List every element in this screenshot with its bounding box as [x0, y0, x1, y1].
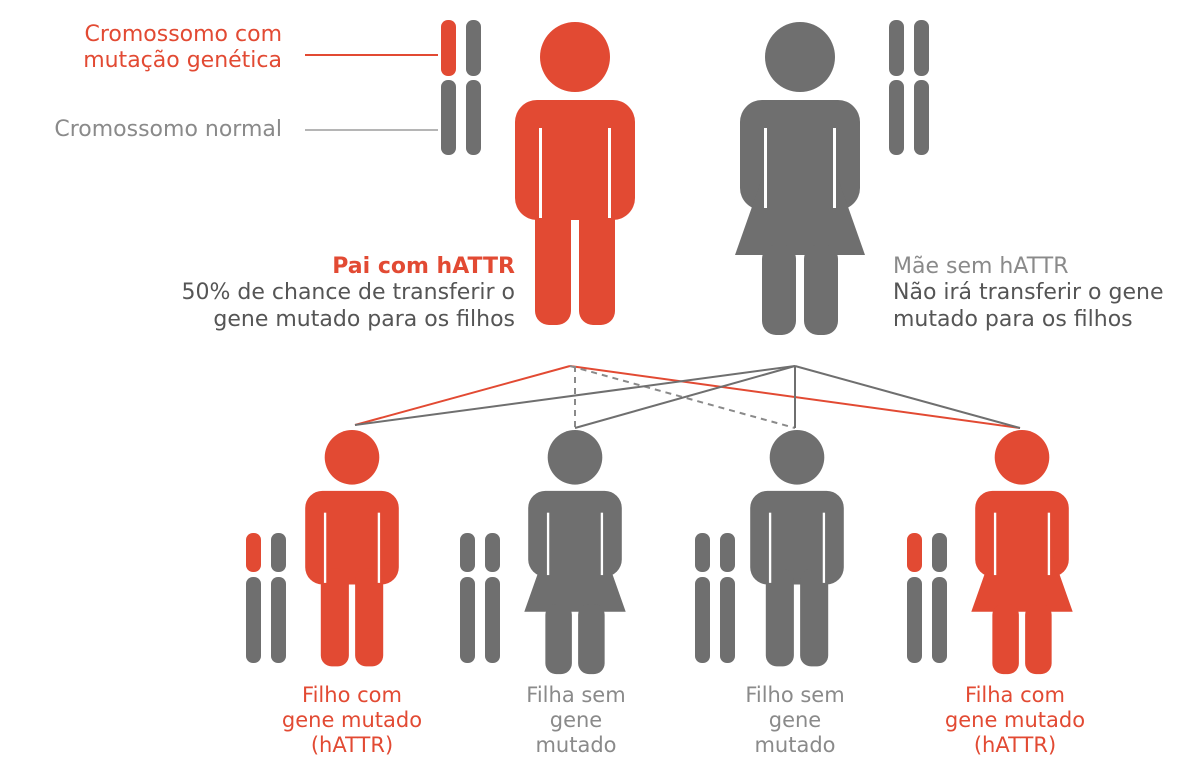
- leg-icon: [800, 569, 828, 667]
- daughter-with-mutation-figure: [971, 430, 1072, 674]
- child-chromosome-pair: [695, 533, 735, 663]
- leg-icon: [992, 604, 1019, 674]
- mother-title: Mãe sem hATTR: [893, 254, 1164, 280]
- torso-icon: [515, 100, 635, 220]
- mother-chromosome-pair: [889, 20, 929, 155]
- leg-icon: [1025, 604, 1052, 674]
- leg-icon: [579, 200, 615, 325]
- inheritance-line: [355, 366, 570, 425]
- child-chromosome-pair: [907, 533, 947, 663]
- mother-description: mutado para os filhos: [893, 307, 1164, 333]
- mother-figure: [735, 22, 865, 335]
- child-caption-son-with-mutation: Filho com gene mutado (hATTR): [252, 683, 452, 757]
- leg-icon: [355, 569, 383, 667]
- leg-icon: [578, 604, 605, 674]
- leg-icon: [804, 245, 838, 335]
- child-caption-son-without-mutation: Filho sem gene mutado: [695, 683, 895, 757]
- head-icon: [325, 430, 380, 485]
- leg-icon: [321, 569, 349, 667]
- father-description: 50% de chance de transferir o: [70, 280, 515, 306]
- leg-icon: [535, 200, 571, 325]
- legend-mutated-chromosome-label: Cromossomo com mutação genética: [20, 22, 282, 75]
- child-chromosome-pair: [460, 533, 500, 663]
- head-icon: [548, 430, 603, 485]
- son-without-mutation-figure: [750, 430, 844, 666]
- son-with-mutation-figure: [305, 430, 399, 666]
- legend-normal-chromosome-label: Cromossomo normal: [20, 117, 282, 143]
- father-figure: [515, 22, 635, 325]
- head-icon: [770, 430, 825, 485]
- leg-icon: [762, 245, 796, 335]
- legend-chromosome-pair: [441, 20, 481, 155]
- father-title: Pai com hATTR: [70, 254, 515, 280]
- mother-description: Não irá transferir o gene: [893, 280, 1164, 306]
- inheritance-line: [355, 366, 795, 425]
- head-icon: [540, 22, 610, 92]
- child-chromosome-pair: [246, 533, 286, 663]
- torso-icon: [750, 491, 844, 585]
- inheritance-lines: [355, 366, 1020, 428]
- daughter-without-mutation-figure: [524, 430, 625, 674]
- child-caption-daughter-with-mutation: Filha com gene mutado (hATTR): [915, 683, 1115, 757]
- leg-icon: [766, 569, 794, 667]
- head-icon: [765, 22, 835, 92]
- father-caption: Pai com hATTR 50% de chance de transferi…: [70, 254, 515, 333]
- mother-caption: Mãe sem hATTR Não irá transferir o gene …: [893, 254, 1164, 333]
- inheritance-line: [795, 366, 1020, 428]
- father-description: gene mutado para os filhos: [70, 307, 515, 333]
- head-icon: [995, 430, 1050, 485]
- leg-icon: [545, 604, 572, 674]
- child-caption-daughter-without-mutation: Filha sem gene mutado: [476, 683, 676, 757]
- torso-icon: [305, 491, 399, 585]
